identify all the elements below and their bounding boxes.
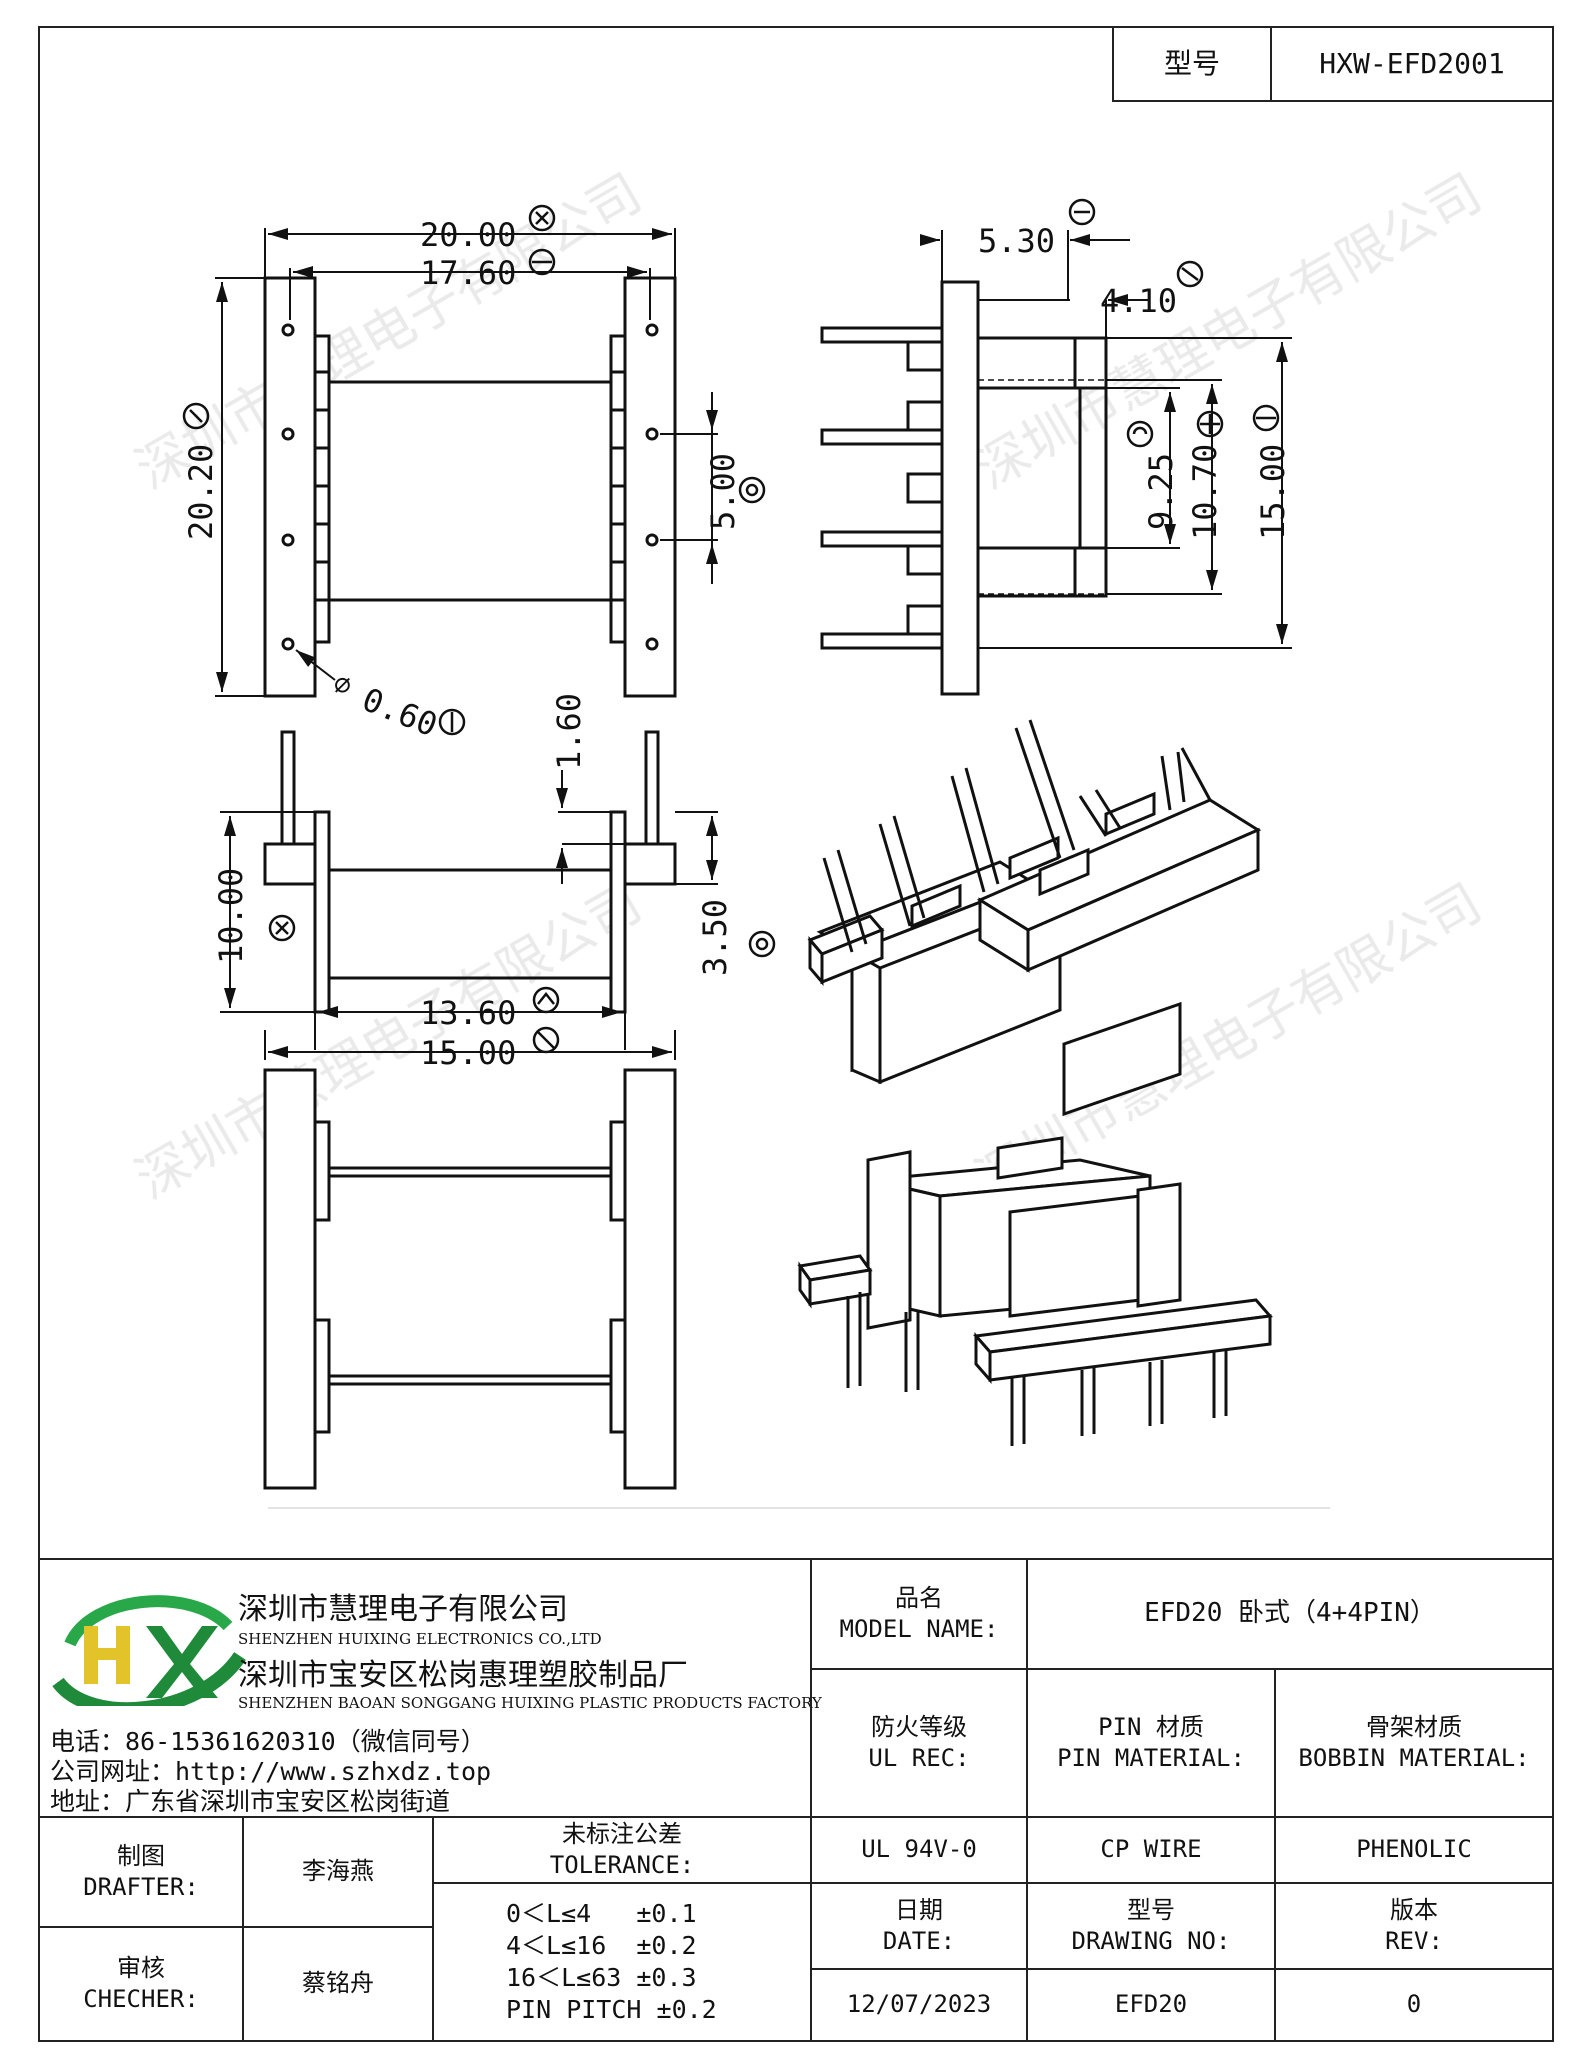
factory-name-en: SHENZHEN BAOAN SONGGANG HUIXING PLASTIC … bbox=[238, 1694, 822, 1712]
bobbin-material-value-cell: PHENOLIC bbox=[1274, 1816, 1554, 1884]
dim-h-text: 10.70 bbox=[1186, 444, 1224, 540]
dim-k-text: 10.00 bbox=[212, 868, 250, 964]
checker-value-cell: 蔡铭舟 bbox=[242, 1926, 434, 2042]
rev-en: REV: bbox=[1385, 1927, 1443, 1955]
watermark-group: 深圳市慧理电子有限公司 深圳市慧理电子有限公司 深圳市慧理电子有限公司 深圳市慧… bbox=[127, 163, 1492, 1211]
ul-en: UL REC: bbox=[868, 1744, 970, 1772]
drafter-value-cell: 李海燕 bbox=[242, 1816, 434, 1928]
dims-bottom-mid bbox=[220, 770, 718, 1060]
ul-value-cell: UL 94V-0 bbox=[810, 1816, 1028, 1884]
rev-value: 0 bbox=[1406, 1990, 1422, 2019]
view-side-top bbox=[820, 280, 1108, 696]
balloon-markers bbox=[182, 198, 1280, 1054]
tolerance-values-cell: 0＜L≤4 ±0.1 4＜L≤16 ±0.2 16＜L≤63 ±0.3 PIN … bbox=[432, 1882, 812, 2042]
date-en: DATE: bbox=[882, 1927, 956, 1955]
dims-front-top bbox=[215, 228, 718, 697]
dim-f-text: 4.10 bbox=[1100, 282, 1177, 320]
tolerance-label-cell: 未标注公差 TOLERANCE: bbox=[432, 1816, 812, 1884]
rev-cn: 版本 bbox=[1390, 1895, 1438, 1924]
tolerance-line-2: 4＜L≤16 ±0.2 bbox=[506, 1931, 697, 1960]
model-value-cell: HXW-EFD2001 bbox=[1270, 26, 1554, 102]
tolerance-line-3: 16＜L≤63 ±0.3 bbox=[506, 1963, 697, 1992]
company-phone: 电话：86-15361620310（微信同号） bbox=[50, 1727, 486, 1756]
date-label-cell: 日期 DATE: bbox=[810, 1882, 1028, 1970]
view-front-top bbox=[263, 276, 677, 698]
view-iso-lower bbox=[797, 1136, 1273, 1446]
factory-name-cn: 深圳市宝安区松岗惠理塑胶制品厂 bbox=[238, 1658, 688, 1693]
rev-label-cell: 版本 REV: bbox=[1274, 1882, 1554, 1970]
dim-e-text: 5.00 bbox=[704, 453, 742, 530]
checker-label-cell: 审核 CHECHER: bbox=[38, 1926, 244, 2042]
drafter-label-cell: 制图 DRAFTER: bbox=[38, 1816, 244, 1928]
company-address: 地址：广东省深圳市宝安区松岗街道 bbox=[50, 1787, 451, 1816]
bobbin-material-label-cell: 骨架材质 BOBBIN MATERIAL: bbox=[1274, 1668, 1554, 1818]
dim-o-text: 3.50 bbox=[696, 899, 734, 976]
company-website: 公司网址：http://www.szhxdz.top bbox=[50, 1757, 492, 1786]
company-name-cn: 深圳市慧理电子有限公司 bbox=[238, 1592, 568, 1627]
view-bottom-mid bbox=[263, 730, 677, 1014]
watermark-3: 深圳市慧理电子有限公司 bbox=[127, 873, 652, 1211]
tolerance-line-4: PIN PITCH ±0.2 bbox=[506, 1995, 717, 2024]
dim-b-text: 20.00 bbox=[420, 216, 516, 254]
view-plan-lower bbox=[263, 1068, 677, 1490]
ul-label-cell: 防火等级 UL REC: bbox=[810, 1668, 1028, 1818]
dim-g-text: 9.25 bbox=[1142, 453, 1180, 530]
drawing-no-value: EFD20 bbox=[1114, 1990, 1188, 2019]
pin-material-value: CP WIRE bbox=[1100, 1835, 1202, 1864]
bobbin-material-en: BOBBIN MATERIAL: bbox=[1298, 1744, 1530, 1772]
model-name-en: MODEL NAME: bbox=[839, 1615, 999, 1643]
bobbin-material-value: PHENOLIC bbox=[1356, 1835, 1472, 1864]
dim-m-text: 13.60 bbox=[420, 994, 516, 1032]
model-name-cn: 品名 bbox=[895, 1583, 943, 1612]
ul-cn: 防火等级 bbox=[871, 1712, 967, 1741]
model-value: HXW-EFD2001 bbox=[1319, 46, 1505, 80]
drawing-no-cn: 型号 bbox=[1127, 1895, 1175, 1924]
pin-material-label-cell: PIN 材质 PIN MATERIAL: bbox=[1026, 1668, 1276, 1818]
bobbin-material-cn: 骨架材质 bbox=[1366, 1712, 1462, 1741]
checker-cn: 审核 bbox=[117, 1953, 165, 1982]
title-block bbox=[38, 1558, 1554, 2042]
model-name-value: EFD20 卧式（4+4PIN） bbox=[1144, 1598, 1436, 1629]
date-value-cell: 12/07/2023 bbox=[810, 1968, 1028, 2042]
watermark-2: 深圳市慧理电子有限公司 bbox=[967, 163, 1492, 501]
model-label: 型号 bbox=[1163, 46, 1220, 80]
drafter-en: DRAFTER: bbox=[83, 1873, 199, 1901]
dim-n-text: 15.00 bbox=[420, 1034, 516, 1072]
model-name-label-cell: 品名 MODEL NAME: bbox=[810, 1558, 1028, 1670]
drafter-value: 李海燕 bbox=[302, 1857, 374, 1886]
dim-a-text: 20.20 bbox=[182, 444, 220, 540]
dim-c-text: 17.60 bbox=[420, 254, 516, 292]
drafter-cn: 制图 bbox=[117, 1841, 165, 1870]
model-name-value-cell: EFD20 卧式（4+4PIN） bbox=[1026, 1558, 1554, 1670]
tolerance-cn: 未标注公差 bbox=[562, 1819, 682, 1848]
dims-side-top bbox=[920, 230, 1292, 649]
pin-material-cn: PIN 材质 bbox=[1098, 1712, 1204, 1741]
company-name-en: SHENZHEN HUIXING ELECTRONICS CO.,LTD bbox=[238, 1630, 602, 1648]
dim-l-text: 1.60 bbox=[550, 693, 588, 770]
pin-material-en: PIN MATERIAL: bbox=[1057, 1744, 1245, 1772]
company-block: 深圳市慧理电子有限公司 SHENZHEN HUIXING ELECTRONICS… bbox=[38, 1558, 822, 1816]
dim-j-text: 0.60 bbox=[357, 680, 443, 744]
drawing-no-value-cell: EFD20 bbox=[1026, 1968, 1276, 2042]
ul-value: UL 94V-0 bbox=[861, 1835, 977, 1864]
tolerance-line-1: 0＜L≤4 ±0.1 bbox=[506, 1899, 697, 1928]
tolerance-en: TOLERANCE: bbox=[549, 1851, 695, 1879]
diameter-symbol: ⌀ bbox=[334, 668, 351, 701]
drawing-no-label-cell: 型号 DRAWING NO: bbox=[1026, 1882, 1276, 1970]
view-iso-upper bbox=[807, 719, 1262, 1117]
checker-value: 蔡铭舟 bbox=[302, 1969, 374, 1998]
technical-drawing: 深圳市慧理电子有限公司 深圳市慧理电子有限公司 深圳市慧理电子有限公司 深圳市慧… bbox=[127, 163, 1492, 1509]
dim-i-text: 15.00 bbox=[1254, 444, 1292, 540]
date-value: 12/07/2023 bbox=[846, 1990, 992, 2019]
company-logo bbox=[52, 1595, 246, 1706]
rev-value-cell: 0 bbox=[1274, 1968, 1554, 2042]
pin-material-value-cell: CP WIRE bbox=[1026, 1816, 1276, 1884]
drawing-no-en: DRAWING NO: bbox=[1071, 1927, 1231, 1955]
dim-d-text: 5.30 bbox=[978, 222, 1055, 260]
date-cn: 日期 bbox=[895, 1895, 943, 1924]
checker-en: CHECHER: bbox=[83, 1985, 199, 2013]
